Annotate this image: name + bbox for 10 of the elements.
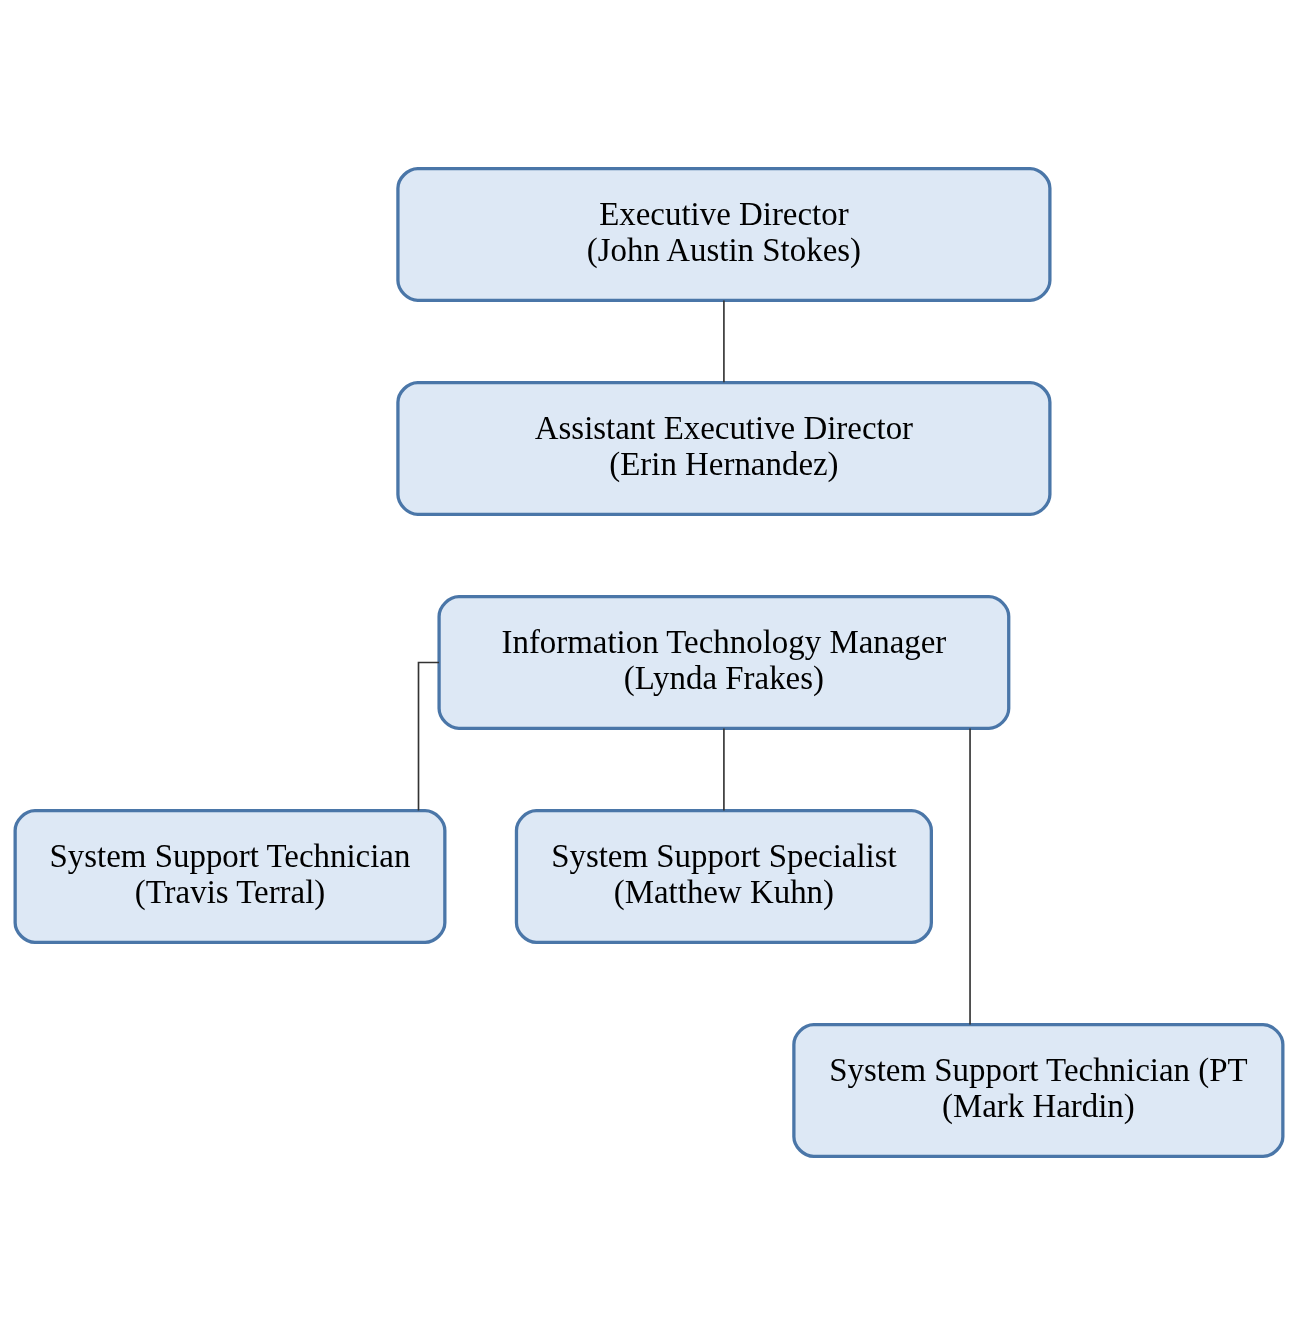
node-box: Executive Director (John Austin Stokes) bbox=[396, 166, 1052, 302]
node-box: System Support Specialist (Matthew Kuhn) bbox=[514, 808, 933, 944]
node-box: Assistant Executive Director (Erin Hernandez) bbox=[396, 380, 1052, 516]
connector bbox=[417, 661, 440, 811]
connector bbox=[723, 727, 725, 811]
node-box: System Support Technician (Travis Terral) bbox=[13, 808, 447, 944]
node-box: Information Technology Manager (Lynda Frakes) bbox=[437, 594, 1011, 730]
connector bbox=[723, 299, 725, 383]
connector bbox=[969, 727, 971, 1025]
node-box: System Support Technician (PT (Mark Hardin) bbox=[792, 1022, 1285, 1158]
